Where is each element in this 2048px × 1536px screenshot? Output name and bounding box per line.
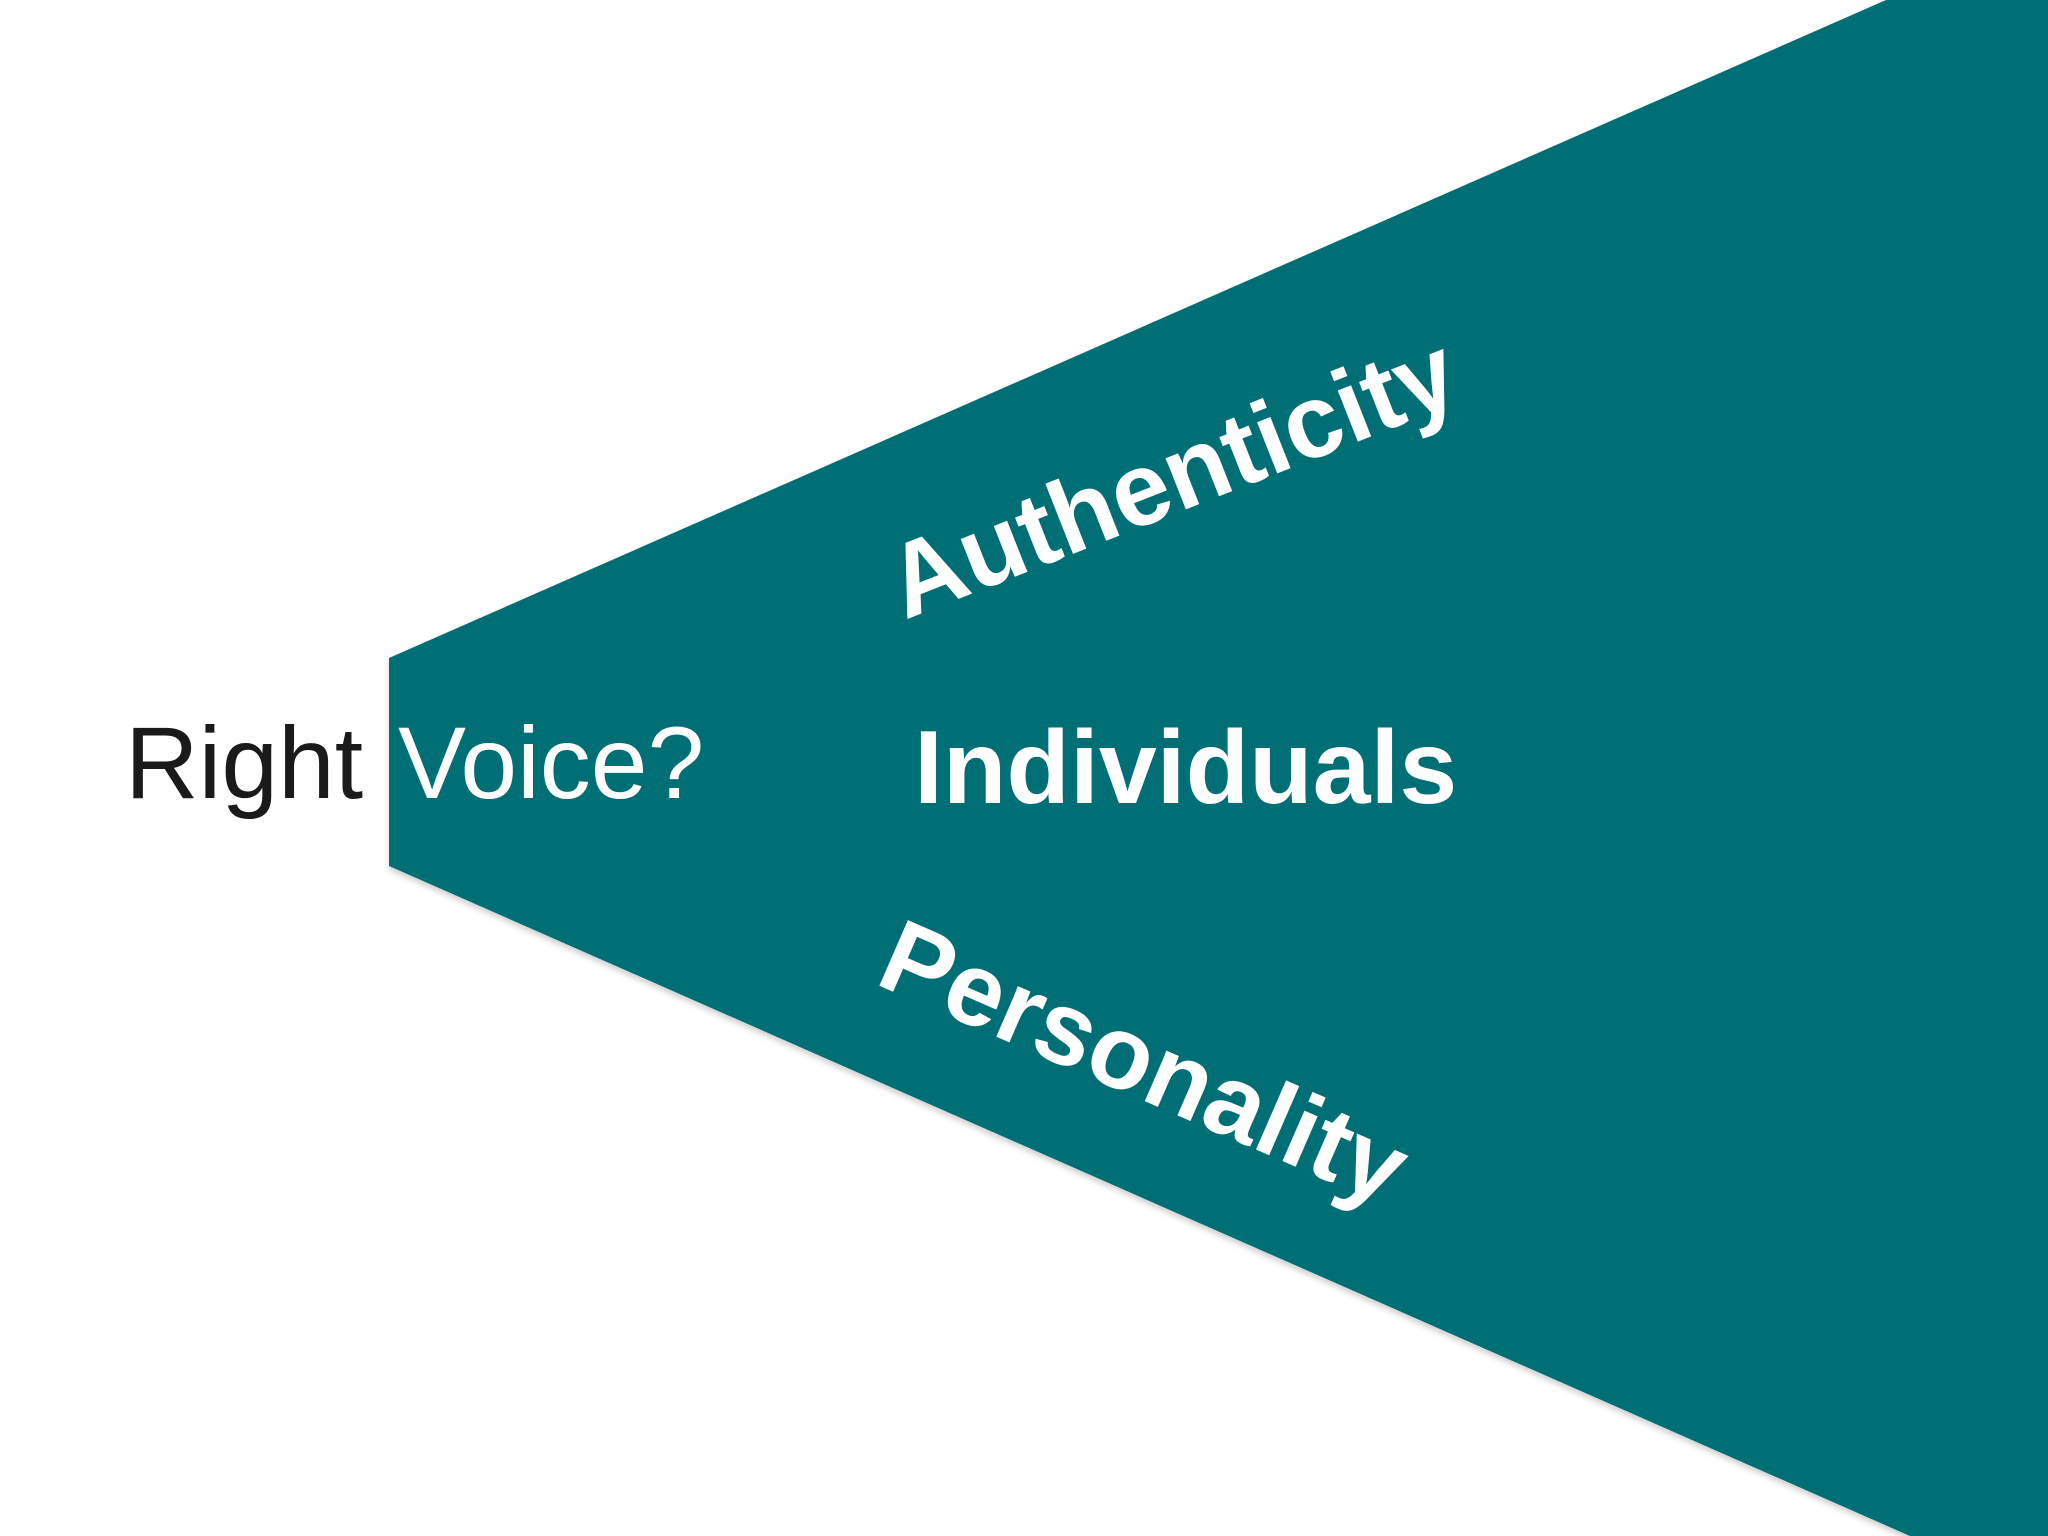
term-individuals: Individuals [914,710,1457,826]
question-text-voice: Voice? [398,706,704,820]
question-text-right: Right [125,706,363,820]
funnel-wedge [389,0,2048,1536]
